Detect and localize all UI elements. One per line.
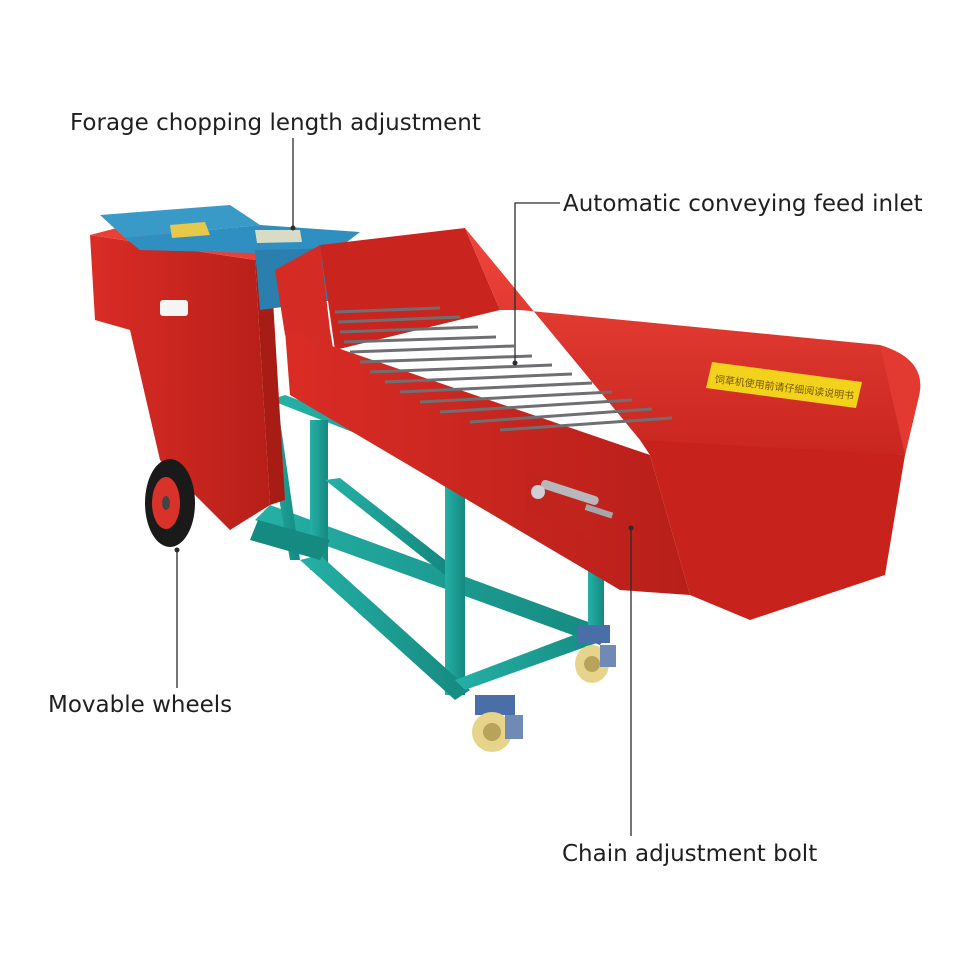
caster-wheel-rear bbox=[575, 625, 616, 683]
leader-dot bbox=[174, 547, 180, 553]
leader-line bbox=[514, 202, 560, 363]
chain-bolt-assembly bbox=[525, 470, 614, 540]
conveyor-rollers bbox=[334, 306, 673, 432]
caster-wheel-front bbox=[472, 695, 523, 752]
leader-dot bbox=[628, 525, 634, 531]
forage-chopper-machine: 饲草机使用前请仔细阅读说明书 bbox=[90, 205, 921, 752]
warning-label: 饲草机使用前请仔细阅读说明书 bbox=[706, 362, 862, 408]
callout-feed-inlet: Automatic conveying feed inlet bbox=[512, 191, 923, 366]
callout-chopping-length: Forage chopping length adjustment bbox=[70, 110, 481, 231]
callout-chain-bolt-label: Chain adjustment bolt bbox=[562, 841, 817, 867]
callout-wheels: Movable wheels bbox=[48, 547, 232, 718]
callout-chopping-length-label: Forage chopping length adjustment bbox=[70, 110, 481, 136]
leader-dot bbox=[290, 225, 296, 231]
handle-plate bbox=[160, 300, 188, 316]
callout-wheels-label: Movable wheels bbox=[48, 692, 232, 718]
rear-wheel bbox=[145, 459, 195, 547]
callout-feed-inlet-label: Automatic conveying feed inlet bbox=[563, 191, 923, 217]
leader-dot bbox=[512, 360, 518, 366]
callout-chain-bolt: Chain adjustment bolt bbox=[562, 525, 817, 867]
